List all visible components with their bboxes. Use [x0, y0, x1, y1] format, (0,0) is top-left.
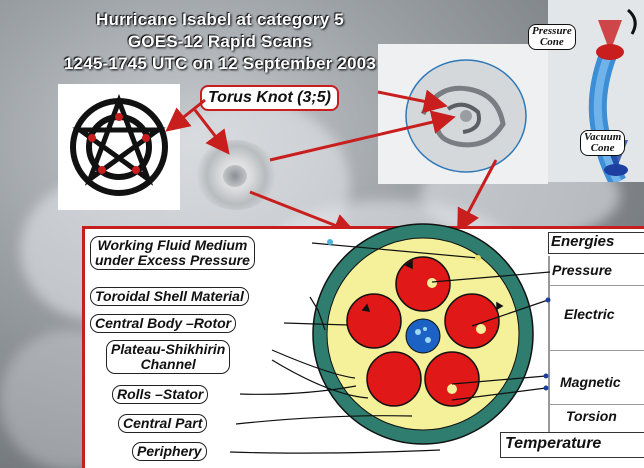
label-working-fluid: Working Fluid Medium under Excess Pressu…: [90, 236, 255, 270]
label-plateau-line1: Plateau-Shikhirin: [111, 342, 225, 357]
roller-top: [396, 257, 450, 311]
label-plateau-channel: Plateau-Shikhirin Channel: [106, 340, 230, 374]
label-periphery: Periphery: [132, 442, 207, 461]
roller-bottom-left: [367, 352, 421, 406]
label-toroidal-shell: Toroidal Shell Material: [90, 287, 249, 306]
label-working-fluid-line1: Working Fluid Medium: [95, 238, 250, 253]
label-central-part: Central Part: [118, 414, 207, 433]
label-central-body: Central Body –Rotor: [90, 314, 236, 333]
label-plateau-line2: Channel: [111, 357, 225, 372]
central-rotor: [406, 319, 440, 353]
roller-left: [347, 294, 401, 348]
roller-right: [445, 294, 499, 348]
label-rolls-stator: Rolls –Stator: [112, 385, 208, 404]
label-working-fluid-line2: under Excess Pressure: [95, 253, 250, 268]
